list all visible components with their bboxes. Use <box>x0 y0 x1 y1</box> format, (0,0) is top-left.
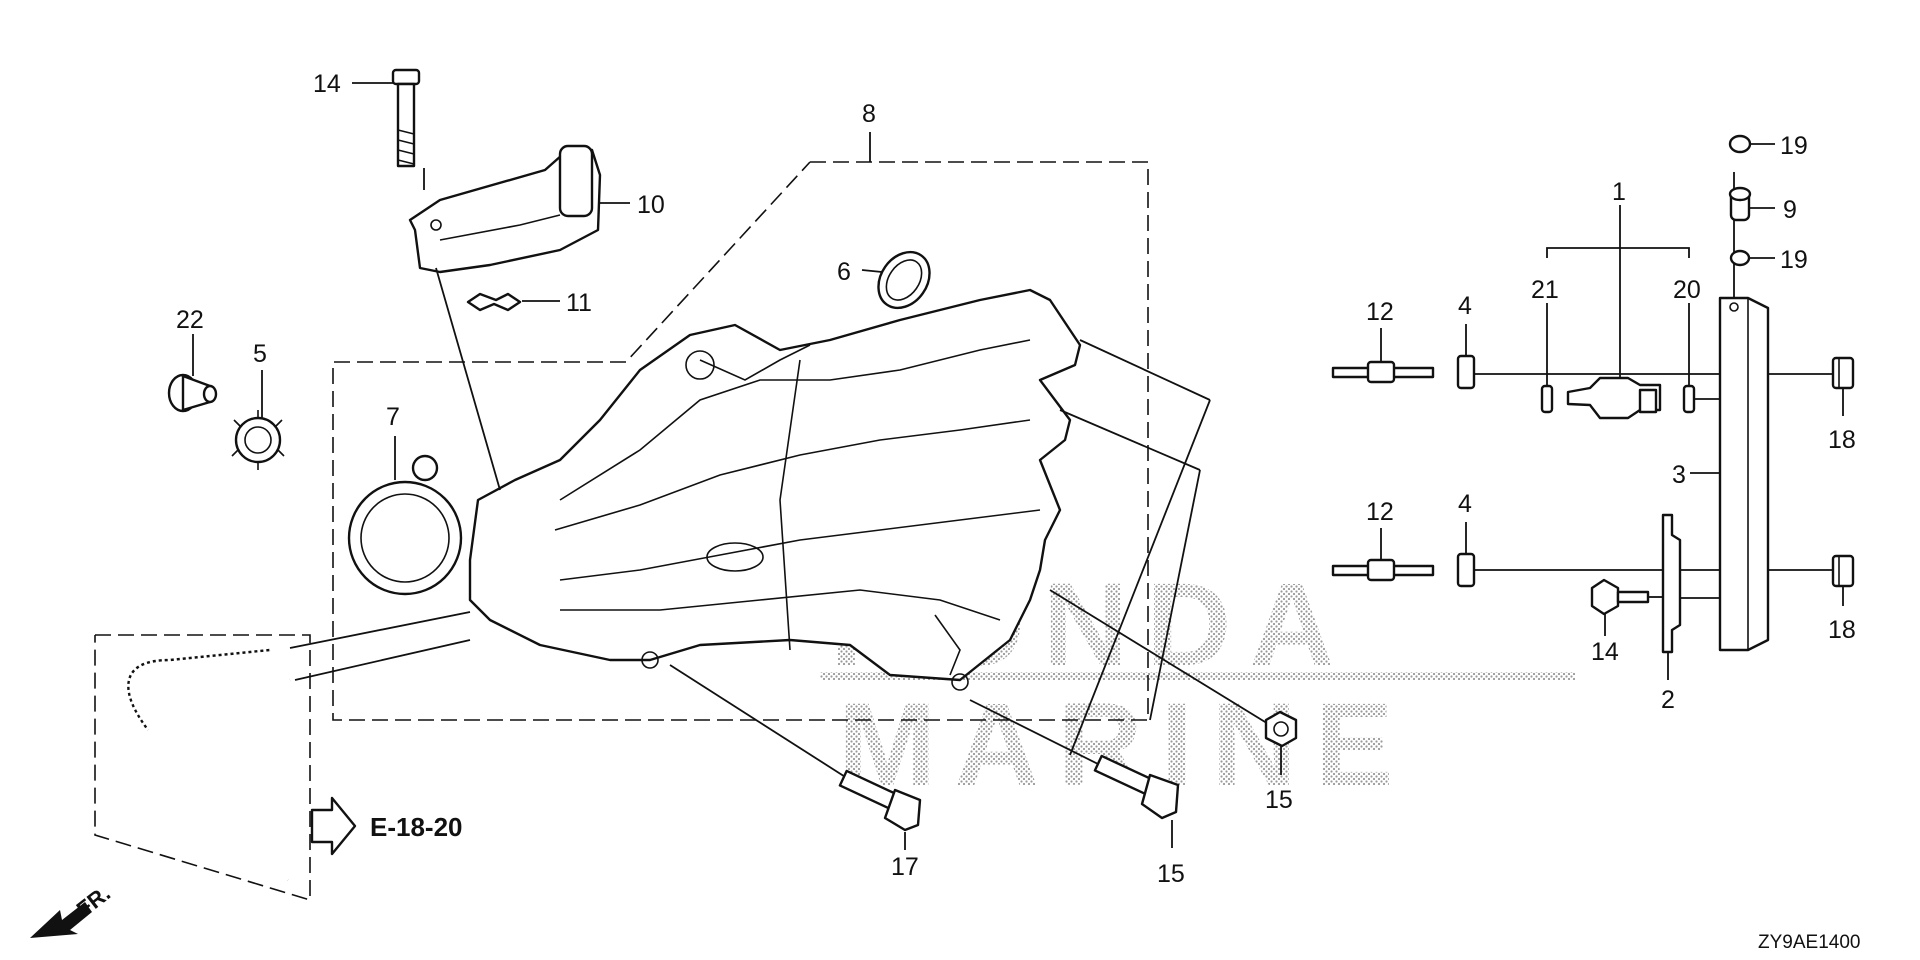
bracket-10: 10 <box>408 144 665 274</box>
joint-12-lower: 12 <box>1331 498 1435 582</box>
label-11: 11 <box>566 289 592 317</box>
o-ring-21: 21 <box>1531 276 1559 414</box>
fitting-6: 9 <box>1728 186 1797 224</box>
label-12-lower: 12 <box>1366 498 1394 526</box>
bolt-14: 14 <box>1590 578 1663 666</box>
label-3: 3 <box>1672 461 1686 489</box>
label-13: 17 <box>891 853 919 881</box>
reference-label: E-18-20 <box>370 812 463 842</box>
diagram-code: ZY9AE1400 <box>1758 932 1860 953</box>
seal-19-lower: 19 <box>1729 246 1808 274</box>
o-ring-20: 20 <box>1673 276 1720 414</box>
reference-e-18-20: E-18-20 <box>310 796 463 856</box>
collar-5: 5 <box>231 340 285 470</box>
clip-4-upper: 4 <box>1456 292 1720 390</box>
plate-2: 2 <box>1661 513 1720 714</box>
intake-manifold <box>468 288 1082 691</box>
label-4-upper: 4 <box>1458 292 1472 320</box>
watermark-line2: MARINE <box>838 679 1411 811</box>
label-6: 9 <box>1783 196 1797 224</box>
label-21: 21 <box>1531 276 1559 304</box>
clip-11: 11 <box>466 289 592 317</box>
label-16: 14 <box>313 70 341 98</box>
seal-19-upper: 19 <box>1728 132 1808 160</box>
label-10: 10 <box>637 191 665 219</box>
label-9: 8 <box>862 100 876 128</box>
label-18-upper: 18 <box>1828 426 1856 454</box>
label-12-upper: 12 <box>1366 298 1394 326</box>
clamp-7: 6 <box>837 250 931 310</box>
bolt-13: 17 <box>669 664 922 881</box>
label-15: 15 <box>1157 860 1185 888</box>
bolt-16: 14 <box>313 68 421 168</box>
label-7: 6 <box>837 258 851 286</box>
label-17: 15 <box>1265 786 1293 814</box>
joint-12-upper: 12 <box>1331 298 1435 384</box>
watermark: HONDA MARINE <box>820 559 1575 811</box>
injector-1: 1 <box>1566 178 1662 420</box>
label-20: 20 <box>1673 276 1701 304</box>
gasket-8: 7 <box>347 403 463 596</box>
grommet-22: 22 <box>167 306 218 413</box>
label-22: 22 <box>176 306 204 334</box>
fuel-rail-3: 3 <box>1672 296 1770 652</box>
nut-17: 15 <box>1049 589 1298 814</box>
label-14: 14 <box>1591 638 1619 666</box>
nut-18-lower: 18 <box>1768 554 1856 644</box>
intake-manifold-assembly-bracket <box>332 132 1149 721</box>
label-19-lower: 19 <box>1780 246 1808 274</box>
label-1: 1 <box>1612 178 1626 206</box>
label-4-lower: 4 <box>1458 490 1472 518</box>
front-direction-arrow: FR. <box>30 880 115 938</box>
bolt-15: 15 <box>969 699 1185 888</box>
label-18-lower: 18 <box>1828 616 1856 644</box>
label-2: 2 <box>1661 686 1675 714</box>
breather-hoses <box>94 611 471 902</box>
label-19-upper: 19 <box>1780 132 1808 160</box>
nut-18-upper: 18 <box>1768 356 1856 454</box>
label-5: 5 <box>253 340 267 368</box>
label-8: 7 <box>386 403 400 431</box>
